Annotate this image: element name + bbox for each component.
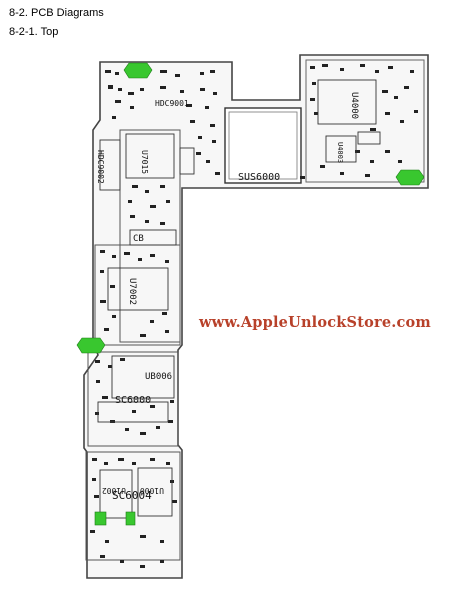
label-u1002: U1002 xyxy=(102,486,126,495)
section-outline xyxy=(87,351,179,447)
label-u4000: U4000 xyxy=(349,92,359,119)
label-u4003: U4003 xyxy=(336,142,344,163)
label-u7015: U7015 xyxy=(140,150,149,174)
label-cb: CB xyxy=(133,234,144,244)
green-markers xyxy=(76,62,425,526)
section-outline xyxy=(305,59,425,183)
label-hdc9001: HDC9001 xyxy=(155,99,189,108)
section-heading: 8-2. PCB Diagrams xyxy=(9,7,104,19)
label-sc6004: SC6004 xyxy=(112,489,152,502)
smd-components xyxy=(90,64,418,568)
shield-sus6000 xyxy=(224,107,302,184)
label-ub006: UB006 xyxy=(145,372,172,382)
label-sc6000: SC6000 xyxy=(115,395,151,406)
subsection-heading: 8-2-1. Top xyxy=(9,26,59,38)
label-hdc9002: HDC9002 xyxy=(96,150,105,184)
label-u7002: U7002 xyxy=(127,278,137,305)
label-sus6000: SUS6000 xyxy=(238,172,280,183)
section-outline xyxy=(85,451,181,561)
component-outlines xyxy=(97,79,381,519)
label-u1000: U1000 xyxy=(140,486,164,495)
watermark: www.AppleUnlockStore.com xyxy=(199,314,431,331)
